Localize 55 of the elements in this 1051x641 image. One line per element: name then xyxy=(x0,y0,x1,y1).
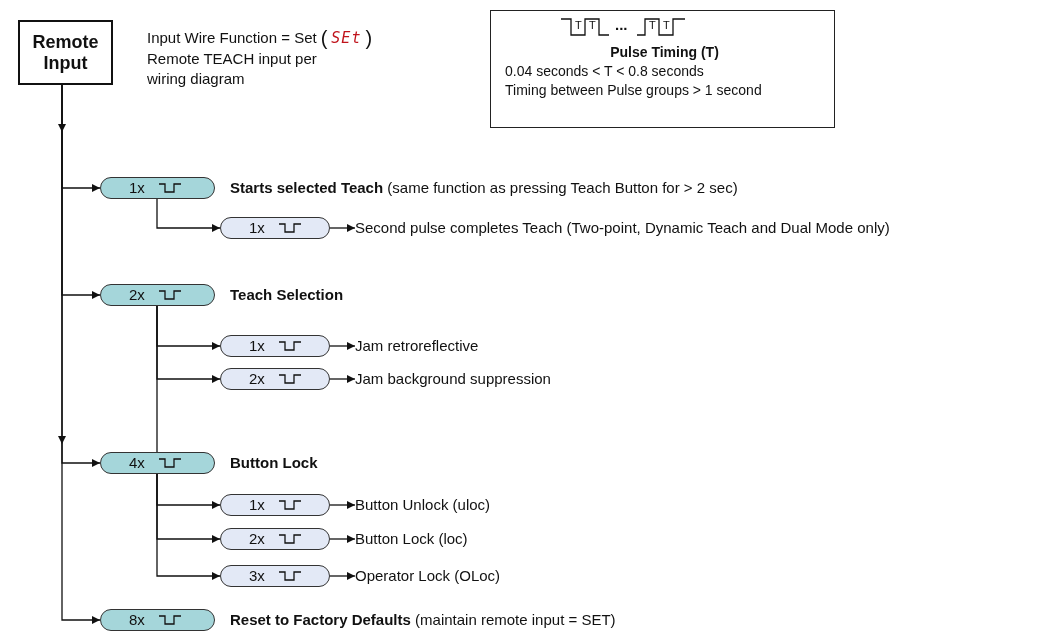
pulse-count-pill xyxy=(100,609,215,631)
pulse-count: 3x xyxy=(249,566,265,586)
pulse-count: 1x xyxy=(249,336,265,356)
connector-arrow xyxy=(61,84,101,624)
connector-arrow xyxy=(329,572,356,580)
pulse-count: 4x xyxy=(129,453,145,473)
connector-arrow xyxy=(156,198,221,232)
pulse-count: 1x xyxy=(129,178,145,198)
result-text: Button Lock (loc) xyxy=(355,528,468,550)
connector-arrow xyxy=(329,535,356,543)
period-label: T xyxy=(575,18,582,32)
pulse-count: 2x xyxy=(249,369,265,389)
panel-heading: Pulse Timing (T) xyxy=(609,43,720,62)
connector-arrow xyxy=(329,342,356,350)
note-text: Remote TEACH input per wiring diagram xyxy=(147,49,317,89)
connector-arrow xyxy=(329,224,356,232)
period-label: T xyxy=(663,18,670,32)
pulse-count: 2x xyxy=(249,529,265,549)
pulse-count-pill xyxy=(220,335,330,357)
pulse-count: 8x xyxy=(129,610,145,630)
result-text: Second pulse completes Teach (Two-point, Dynamic Teach and Dual Mode only) xyxy=(355,217,890,239)
period-label: T xyxy=(589,18,596,32)
pulse-count-pill xyxy=(220,368,330,390)
pulse-count-pill xyxy=(100,284,215,306)
connector-arrow xyxy=(329,375,356,383)
note-text: Input Wire Function = Set xyxy=(147,28,317,48)
period-label: T xyxy=(649,18,656,32)
display-code: SEt xyxy=(331,29,362,47)
ellipsis-text: ... xyxy=(615,18,628,32)
step-description: Button Lock xyxy=(230,453,318,473)
step-description: Starts selected Teach (same function as pressing Teach Button for > 2 sec) xyxy=(230,178,738,198)
result-text: Button Unlock (uloc) xyxy=(355,494,491,516)
info-panel xyxy=(490,10,835,128)
pulse-count: 2x xyxy=(129,285,145,305)
connector-arrow xyxy=(156,473,221,580)
timing-text: Timing between Pulse groups > 1 second xyxy=(505,81,763,100)
pulse-count-pill xyxy=(220,494,330,516)
pulse-count-pill xyxy=(220,217,330,239)
timing-text: 0.04 seconds < T < 0.8 seconds xyxy=(505,62,705,81)
pulse-count-pill xyxy=(220,528,330,550)
connector-line xyxy=(156,305,158,453)
step-description: Teach Selection xyxy=(230,285,344,305)
pulse-count: 1x xyxy=(249,495,265,515)
pulse-count: 1x xyxy=(249,218,265,238)
pulse-count-pill xyxy=(100,452,215,474)
result-text: Operator Lock (OLoc) xyxy=(355,565,501,587)
pulse-count-pill xyxy=(220,565,330,587)
connector-arrow xyxy=(329,501,356,509)
result-text: Jam retroreflective xyxy=(355,335,479,357)
result-text: Jam background suppression xyxy=(355,368,551,390)
step-description: Reset to Factory Defaults (maintain remote input = SET) xyxy=(230,610,616,630)
parenthesis: ) xyxy=(365,28,373,48)
parenthesis: ( xyxy=(320,28,328,48)
start-box: Remote Input xyxy=(18,20,113,85)
pulse-count-pill xyxy=(100,177,215,199)
